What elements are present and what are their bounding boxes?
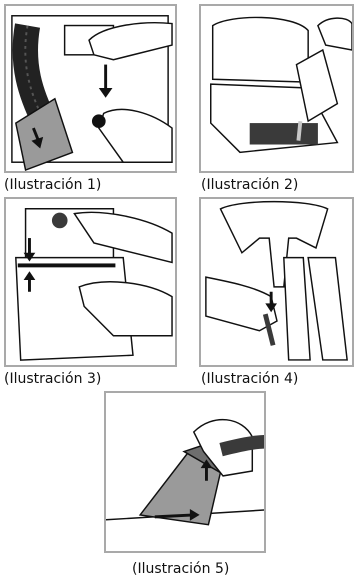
caption-illustration-4: (Ilustración 4) xyxy=(201,371,299,387)
illustration-3 xyxy=(4,197,177,367)
caption-illustration-3: (Ilustración 3) xyxy=(4,371,102,387)
illustration-5 xyxy=(104,391,266,553)
illustration-1 xyxy=(4,4,177,173)
arrow-icon xyxy=(98,64,113,98)
illustration-5-drawing xyxy=(106,418,264,526)
illustration-2 xyxy=(199,4,354,173)
caption-illustration-2: (Ilustración 2) xyxy=(201,177,299,193)
caption-illustration-1: (Ilustración 1) xyxy=(4,177,102,193)
illustration-2-drawing xyxy=(210,16,352,154)
arrow-icon xyxy=(154,509,200,521)
caption-illustration-5: (Ilustración 5) xyxy=(132,561,230,577)
illustration-4 xyxy=(199,197,354,367)
arrow-icon xyxy=(200,459,213,481)
illustration-4-drawing xyxy=(205,200,348,361)
illustration-3-drawing xyxy=(15,208,173,361)
arrow-icon xyxy=(265,291,277,313)
arrow-icon xyxy=(23,271,36,292)
arrow-icon xyxy=(23,238,36,262)
illustration-1-drawing xyxy=(11,15,173,171)
